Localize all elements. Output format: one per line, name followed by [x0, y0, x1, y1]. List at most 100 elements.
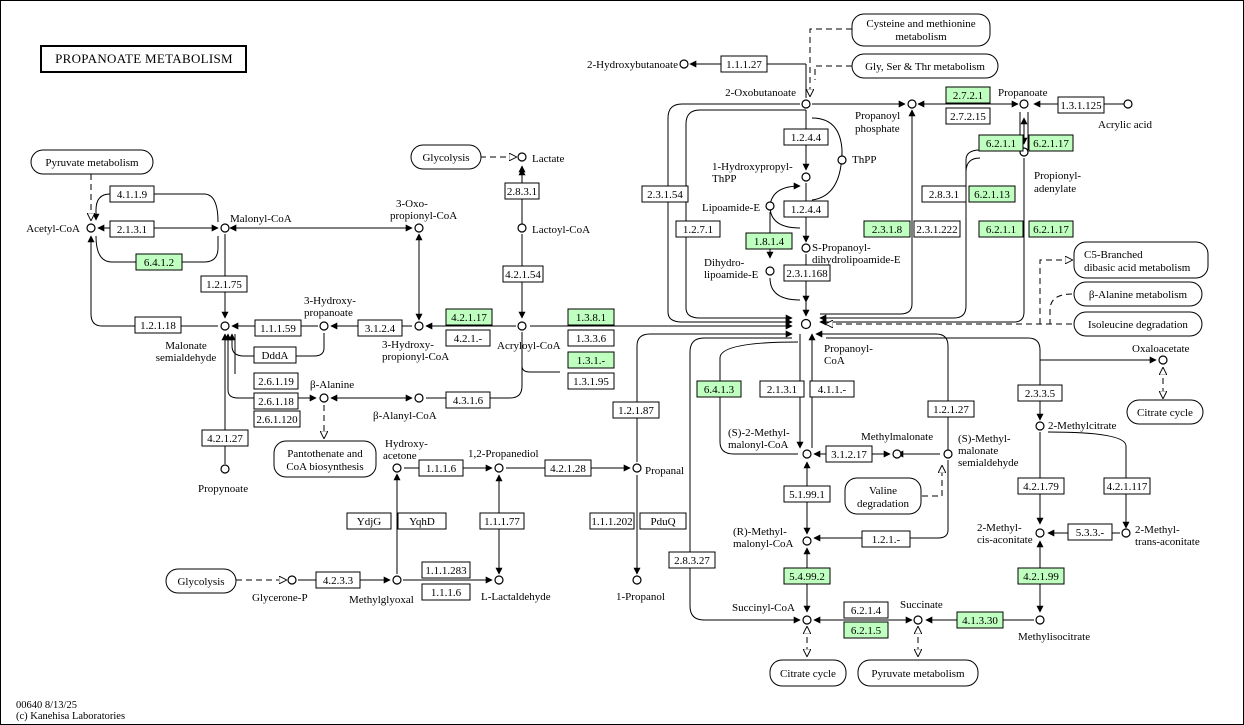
- node-acrylic-acid[interactable]: [1123, 99, 1133, 109]
- enzyme-5-4-99-2[interactable]: 5.4.99.2: [783, 567, 831, 585]
- node-oxaloacetate[interactable]: [1158, 355, 1168, 365]
- enzyme-2-7-2-15[interactable]: 2.7.2.15: [945, 107, 991, 125]
- map-citrate-cycle-right[interactable]: Citrate cycle: [1126, 399, 1204, 425]
- enzyme-YdjG[interactable]: YdjG: [346, 512, 392, 530]
- node-2-hydroxybutanoate[interactable]: [679, 59, 689, 69]
- node-s-methylmalonate-semialdehyde[interactable]: [943, 449, 953, 459]
- enzyme-PduQ[interactable]: PduQ: [639, 512, 687, 530]
- node-3-hydroxypropanoate[interactable]: [319, 321, 329, 331]
- enzyme-DddA[interactable]: DddA: [253, 346, 297, 364]
- enzyme-2-1-3-1[interactable]: 2.1.3.1: [759, 380, 805, 398]
- node-methylmalonate[interactable]: [892, 449, 902, 459]
- node-malonyl-coa[interactable]: [220, 223, 230, 233]
- map-pyruvate-top[interactable]: Pyruvate metabolism: [30, 149, 154, 175]
- map-cysteine-methionine[interactable]: Cysteine and methionine metabolism: [851, 13, 991, 47]
- node-methylglyoxal[interactable]: [392, 575, 402, 585]
- enzyme-1-2-1--[interactable]: 1.2.1.-: [861, 530, 911, 548]
- map-valine-degradation[interactable]: Valine degradation: [844, 477, 922, 515]
- enzyme-2-3-3-5[interactable]: 2.3.3.5: [1017, 384, 1063, 402]
- enzyme-1-3-1-95[interactable]: 1.3.1.95: [567, 372, 615, 390]
- enzyme-2-3-1-168[interactable]: 2.3.1.168: [783, 264, 831, 282]
- node-acetyl-coa[interactable]: [86, 223, 96, 233]
- enzyme-6-2-1-5[interactable]: 6.2.1.5: [843, 621, 889, 639]
- enzyme-4-2-1-79[interactable]: 4.2.1.79: [1017, 477, 1065, 495]
- enzyme-1-2-1-87[interactable]: 1.2.1.87: [612, 401, 660, 419]
- node-propanal[interactable]: [632, 463, 642, 473]
- enzyme-6-2-1-4[interactable]: 6.2.1.4: [843, 601, 889, 619]
- enzyme-1-3-8-1[interactable]: 1.3.8.1: [567, 308, 615, 326]
- node-lactate[interactable]: [517, 152, 527, 162]
- enzyme-1-2-4-4[interactable]: 1.2.4.4: [783, 128, 829, 146]
- node-propynoate[interactable]: [220, 464, 230, 474]
- enzyme-3-1-2-17[interactable]: 3.1.2.17: [825, 445, 873, 463]
- map-glycolysis-bottom[interactable]: Glycolysis: [165, 568, 237, 594]
- node-propanediol[interactable]: [494, 463, 504, 473]
- node-2-methyl-cis-aconitate[interactable]: [1035, 528, 1045, 538]
- node-1-propanol[interactable]: [632, 575, 642, 585]
- node-methylisocitrate[interactable]: [1035, 615, 1045, 625]
- node-beta-alanine[interactable]: [319, 393, 329, 403]
- enzyme-3-1-2-4[interactable]: 3.1.2.4: [357, 319, 403, 337]
- enzyme-2-1-3-1[interactable]: 2.1.3.1: [109, 220, 155, 238]
- node-dihydrolipoamide[interactable]: [765, 266, 775, 276]
- map-beta-alanine-metabolism[interactable]: β-Alanine metabolism: [1073, 281, 1203, 307]
- map-isoleucine-degradation[interactable]: Isoleucine degradation: [1073, 311, 1203, 337]
- map-citrate-cycle-bottom[interactable]: Citrate cycle: [769, 659, 847, 687]
- enzyme-1-1-1-6[interactable]: 1.1.1.6: [421, 583, 471, 601]
- enzyme-4-3-1-6[interactable]: 4.3.1.6: [445, 391, 491, 409]
- enzyme-1-3-3-6[interactable]: 1.3.3.6: [567, 329, 615, 347]
- enzyme-1-1-1-59[interactable]: 1.1.1.59: [254, 319, 302, 337]
- node-propanoyl-coa[interactable]: [800, 318, 812, 330]
- node-acryloyl-coa[interactable]: [517, 321, 527, 331]
- enzyme-2-6-1-120[interactable]: 2.6.1.120: [253, 410, 301, 428]
- enzyme-2-3-1-222[interactable]: 2.3.1.222: [913, 220, 961, 238]
- node-glycerone-p[interactable]: [287, 575, 297, 585]
- enzyme-2-3-1-54[interactable]: 2.3.1.54: [641, 185, 689, 203]
- enzyme-4-2-1-27[interactable]: 4.2.1.27: [201, 429, 249, 447]
- map-gly-ser-thr[interactable]: Gly, Ser & Thr metabolism: [851, 53, 999, 79]
- node-3-hydroxypropionyl-coa[interactable]: [414, 321, 424, 331]
- enzyme-6-2-1-13[interactable]: 6.2.1.13: [968, 185, 1016, 203]
- enzyme-1-1-1-27[interactable]: 1.1.1.27: [720, 55, 768, 73]
- node-propanoate[interactable]: [1019, 99, 1029, 109]
- enzyme-1-1-1-77[interactable]: 1.1.1.77: [479, 512, 525, 530]
- enzyme-4-2-1-54[interactable]: 4.2.1.54: [502, 265, 544, 283]
- node-2-methyl-trans-aconitate[interactable]: [1121, 528, 1131, 538]
- enzyme-1-2-7-1[interactable]: 1.2.7.1: [675, 220, 721, 238]
- enzyme-6-2-1-17[interactable]: 6.2.1.17: [1028, 220, 1074, 238]
- map-pyruvate-bottom[interactable]: Pyruvate metabolism: [857, 659, 979, 687]
- enzyme-1-2-4-4[interactable]: 1.2.4.4: [783, 200, 829, 218]
- enzyme-1-3-1--[interactable]: 1.3.1.-: [567, 351, 615, 369]
- enzyme-6-4-1-3[interactable]: 6.4.1.3: [696, 380, 742, 398]
- map-pantothenate[interactable]: Pantothenate and CoA biosynthesis: [273, 440, 377, 478]
- node-r-methylmalonyl-coa[interactable]: [802, 536, 812, 546]
- enzyme-1-8-1-4[interactable]: 1.8.1.4: [745, 232, 793, 250]
- enzyme-2-8-3-1[interactable]: 2.8.3.1: [921, 185, 967, 203]
- enzyme-4-2-1-117[interactable]: 4.2.1.117: [1103, 477, 1151, 495]
- node-propanoyl-phosphate[interactable]: [907, 99, 917, 109]
- enzyme-5-1-99-1[interactable]: 5.1.99.1: [783, 485, 831, 503]
- node-s-methylmalonyl-coa[interactable]: [802, 449, 812, 459]
- enzyme-YqhD[interactable]: YqhD: [397, 512, 447, 530]
- node-succinyl-coa[interactable]: [802, 615, 812, 625]
- enzyme-2-8-3-27[interactable]: 2.8.3.27: [668, 551, 716, 569]
- enzyme-6-2-1-17[interactable]: 6.2.1.17: [1028, 134, 1074, 152]
- enzyme-6-4-1-2[interactable]: 6.4.1.2: [135, 253, 183, 271]
- enzyme-2-3-1-8[interactable]: 2.3.1.8: [863, 220, 911, 238]
- enzyme-4-2-1--[interactable]: 4.2.1.-: [445, 329, 491, 347]
- enzyme-1-2-1-27[interactable]: 1.2.1.27: [927, 400, 975, 418]
- enzyme-2-6-1-18[interactable]: 2.6.1.18: [253, 392, 299, 410]
- enzyme-1-2-1-75[interactable]: 1.2.1.75: [200, 275, 248, 293]
- enzyme-4-1-3-30[interactable]: 4.1.3.30: [956, 611, 1004, 629]
- node-hydroxypropyl-thpp[interactable]: [801, 172, 811, 182]
- map-glycolysis-top[interactable]: Glycolysis: [410, 144, 482, 170]
- node-lactoyl-coa[interactable]: [517, 223, 527, 233]
- node-2-oxobutanoate[interactable]: [801, 99, 811, 109]
- enzyme-4-1-1--[interactable]: 4.1.1.-: [809, 380, 855, 398]
- node-lipoamide-e[interactable]: [765, 201, 775, 211]
- node-s-propanoyl[interactable]: [801, 243, 811, 253]
- node-beta-alanyl-coa[interactable]: [414, 393, 424, 403]
- enzyme-4-2-3-3[interactable]: 4.2.3.3: [315, 571, 361, 589]
- enzyme-1-1-1-202[interactable]: 1.1.1.202: [589, 512, 635, 530]
- node-succinate[interactable]: [913, 615, 923, 625]
